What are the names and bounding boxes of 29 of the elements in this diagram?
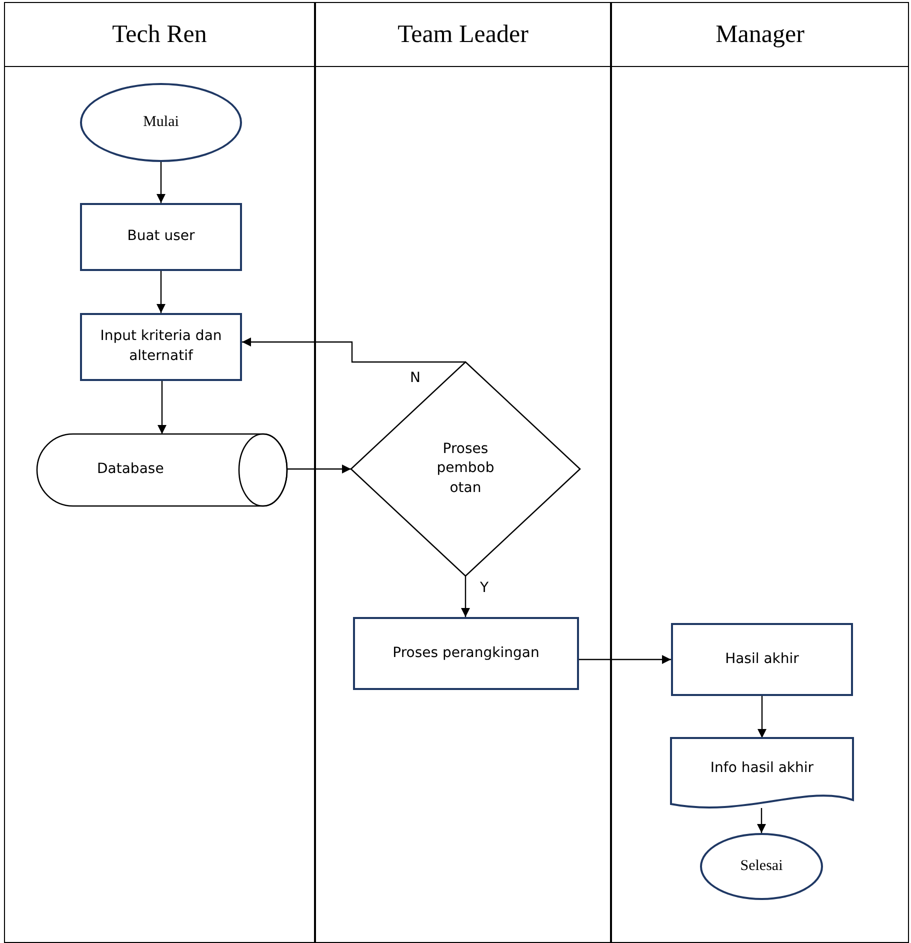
lane-header: Tech Ren [5, 3, 314, 67]
arrow [287, 464, 351, 474]
process-box [80, 313, 242, 381]
process-box [671, 623, 853, 696]
lane-header: Manager [612, 3, 908, 67]
node-label: Selesai [740, 857, 783, 876]
document-shape [671, 738, 853, 808]
arrow [757, 808, 766, 833]
arrow [758, 696, 766, 738]
arrow [156, 162, 166, 203]
swimlane [4, 2, 315, 943]
node-label: Buat user [127, 227, 195, 246]
lane-header: Team Leader [316, 3, 610, 67]
arrow [242, 338, 466, 363]
arrow [158, 381, 166, 434]
node-label: Proses pembob otan [436, 440, 496, 498]
arrow [579, 655, 671, 664]
arrow [461, 576, 470, 617]
node-label: Proses perangkingan [392, 644, 540, 663]
node-label: Input kriteria dan alternatif [99, 327, 223, 366]
node-label: Mulai [143, 113, 179, 132]
node-label: Hasil akhir [725, 650, 799, 669]
arrow [156, 271, 166, 313]
process-box [353, 617, 579, 690]
process-box [80, 203, 242, 271]
node-label: Info hasil akhir [710, 759, 814, 778]
swimlane [611, 2, 909, 943]
decision-diamond [351, 362, 580, 576]
swimlane [315, 2, 611, 943]
